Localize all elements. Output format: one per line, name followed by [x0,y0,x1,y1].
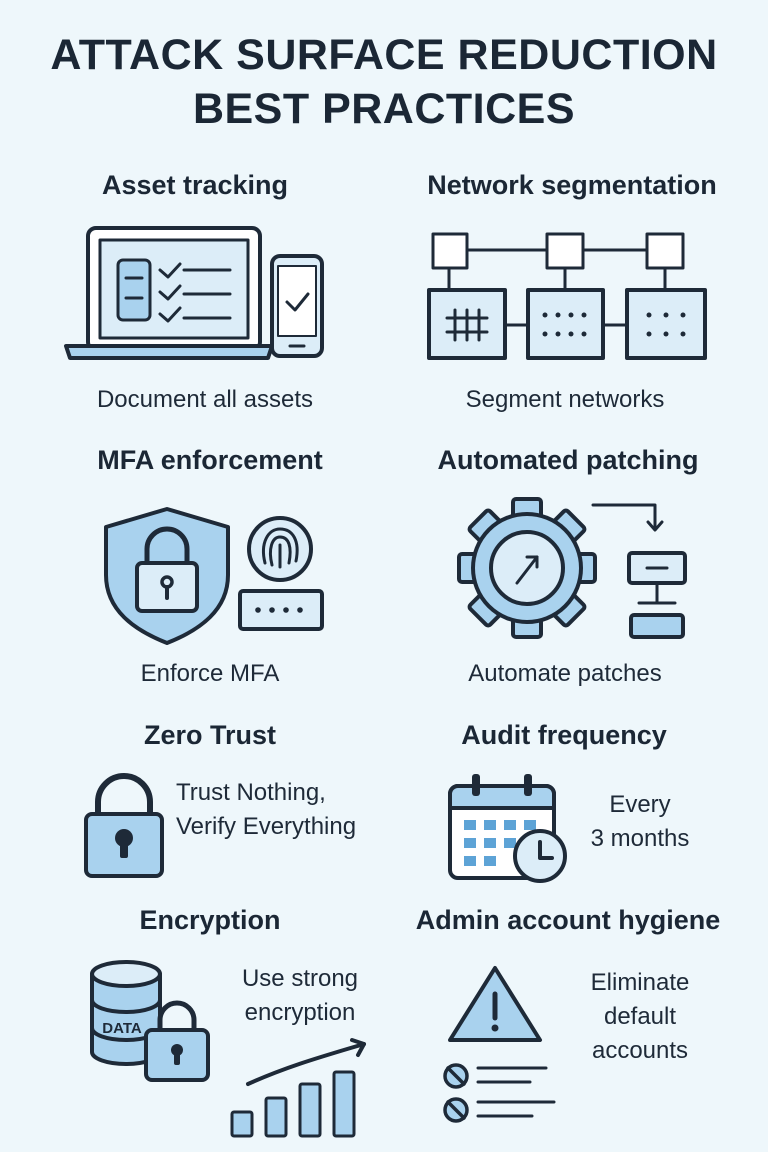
laptop-checklist-icon [64,226,324,360]
growth-bar-chart-icon [230,1038,366,1138]
mfa-enforcement-caption: Enforce MFA [140,660,280,687]
automated-patching-heading: Automated patching [437,445,699,475]
admin-hygiene-text: Eliminate default accounts [570,966,710,1068]
title-line-2: BEST PRACTICES [192,85,576,133]
admin-hygiene-text-line-1: Eliminate [590,969,690,996]
encryption-text-line-2: encryption [244,999,356,1026]
warning-list-icon [443,966,556,1123]
zero-trust-text: Trust Nothing, Verify Everything [176,776,356,844]
admin-hygiene-heading: Admin account hygiene [415,905,721,935]
audit-frequency-heading: Audit frequency [461,720,667,750]
mfa-enforcement-heading: MFA enforcement [97,445,323,475]
network-segmentation-heading: Network segmentation [427,170,717,200]
admin-hygiene-text-line-3: accounts [591,1037,689,1064]
audit-frequency-text-line-2: 3 months [590,825,690,852]
automated-patching-caption: Automate patches [468,660,662,687]
gear-update-icon [457,497,687,639]
zero-trust-heading: Zero Trust [143,720,277,750]
encryption-text: Use strong encryption [222,962,378,1030]
asset-tracking-caption: Document all assets [96,386,314,413]
admin-hygiene-text-line-2: default [603,1003,677,1030]
calendar-clock-icon [448,774,567,883]
audit-frequency-text-line-1: Every [609,791,671,818]
db-data-label: DATA [102,1020,142,1037]
asset-tracking-heading: Asset tracking [101,170,289,200]
padlock-icon [84,773,164,878]
shield-lock-fingerprint-icon [104,507,324,645]
audit-frequency-text: Every 3 months [572,788,708,856]
zero-trust-text-line-1: Trust Nothing, [176,779,326,806]
database-lock-icon: DATA [90,960,210,1082]
title-line-1: ATTACK SURFACE REDUCTION [50,31,718,79]
encryption-heading: Encryption [139,905,281,935]
network-segments-icon [427,232,707,360]
zero-trust-text-line-2: Verify Everything [176,813,357,840]
page-title: ATTACK SURFACE REDUCTION BEST PRACTICES [0,28,768,136]
encryption-text-line-1: Use strong [241,965,359,992]
network-segmentation-caption: Segment networks [465,386,665,413]
